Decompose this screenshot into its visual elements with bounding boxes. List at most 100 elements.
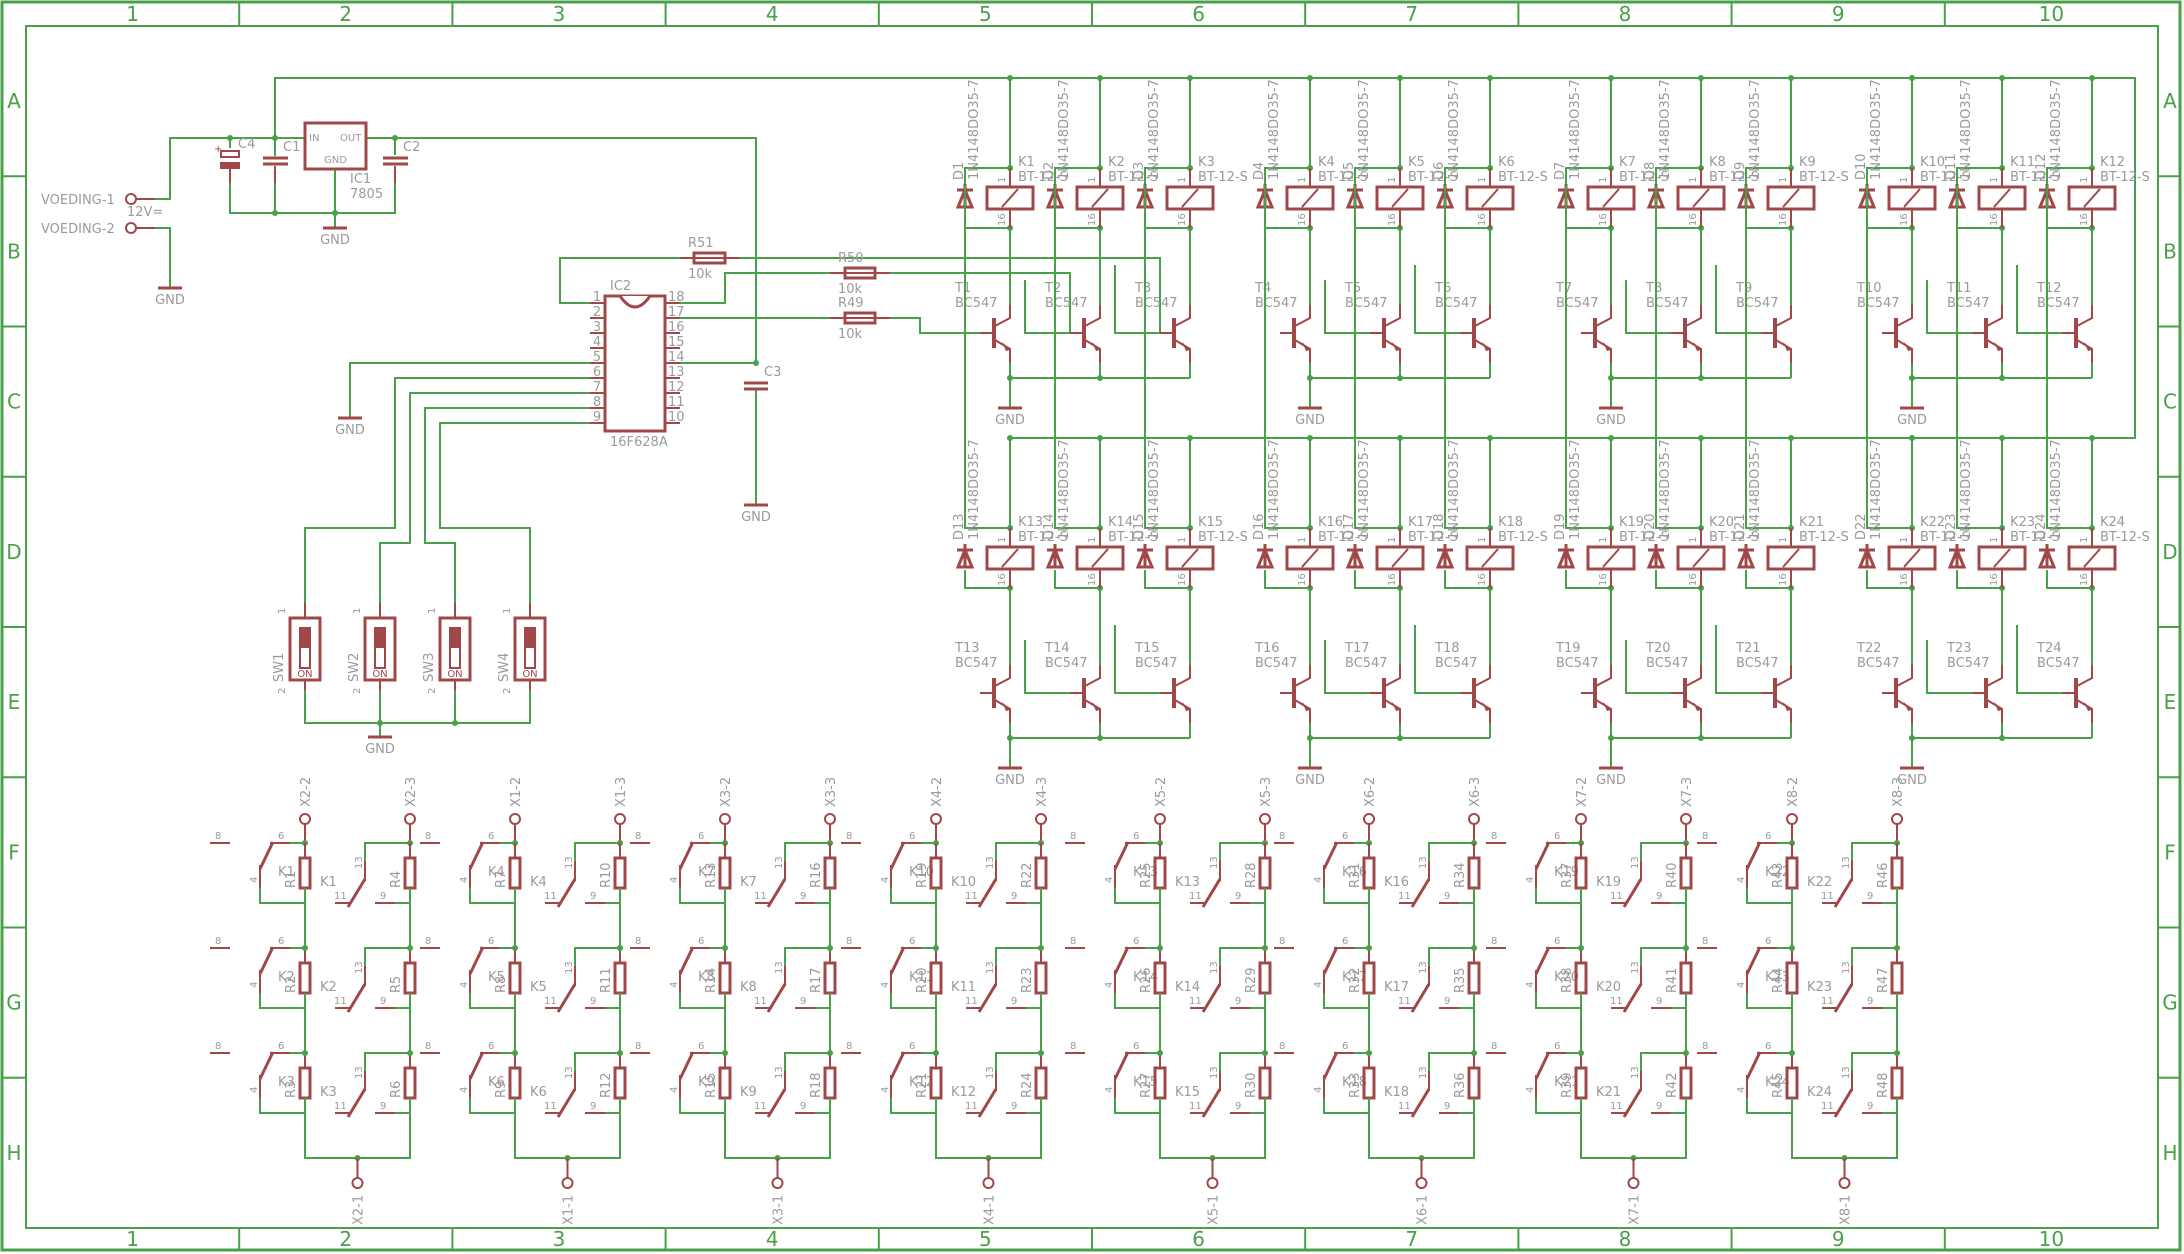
relay-coil-slash [1782, 188, 1800, 208]
diode-value: 1N4148DO35-7 [1658, 439, 1673, 540]
diode-label: D1 [952, 162, 967, 180]
pin-label: 11 [1821, 996, 1834, 1007]
wire [469, 888, 515, 904]
switch-label: SW4 [497, 653, 512, 682]
wire [1219, 842, 1265, 861]
wire [2016, 625, 2062, 694]
resistor-body [1890, 856, 1904, 890]
pin-label: 4 [880, 982, 891, 988]
pin-label: 13 [1841, 961, 1852, 974]
transistor-value: BC547 [1857, 656, 1900, 671]
ic2-pin-number: 1 [593, 290, 601, 305]
wire [1264, 167, 1310, 185]
junction [1608, 75, 1614, 81]
pin-label: 13 [774, 856, 785, 869]
connector-voeding-2 [125, 222, 137, 234]
resistor-body [843, 266, 877, 280]
relay-value: BT-12-S [1108, 530, 1158, 545]
label-voeding-2: VOEDING-2 [41, 222, 115, 237]
transistor-arrow [1603, 702, 1611, 711]
transistor-collector [1174, 665, 1191, 687]
junction [332, 210, 338, 216]
junction [1894, 1050, 1900, 1056]
wire [1715, 625, 1761, 694]
switch-blade [889, 1051, 906, 1080]
wire [1535, 993, 1581, 1009]
pin-label: 4 [1525, 982, 1536, 988]
grid-column-label-top: 4 [766, 2, 779, 26]
wire [1354, 185, 1400, 529]
junction [392, 135, 398, 141]
connector-voeding-1 [125, 193, 137, 205]
wire [1144, 185, 1190, 529]
resistor-label: R4 [389, 871, 404, 888]
transistor-label: T18 [1434, 641, 1459, 656]
switch-blade [1622, 1088, 1643, 1118]
pin-label: 8 [1491, 831, 1497, 842]
junction [1262, 1050, 1268, 1056]
wire [1114, 993, 1160, 1009]
junction [1578, 1050, 1584, 1056]
switch-blade [346, 1088, 367, 1118]
pin-label: 6 [278, 936, 284, 947]
relay-coil-slash [1181, 548, 1199, 568]
resistor-label: R31 [1348, 862, 1363, 888]
wire [890, 993, 936, 1009]
pin-label: 8 [846, 831, 852, 842]
switch-blade [1410, 1088, 1431, 1118]
label-7805: 7805 [350, 187, 383, 202]
relay-coil-slash [1301, 188, 1319, 208]
wire-switch-gnd [304, 690, 531, 724]
connector-label: X3-1 [772, 1195, 787, 1225]
pin-label: 4 [459, 877, 470, 883]
resistor-label: R29 [1244, 967, 1259, 993]
switch-blade [1201, 878, 1222, 908]
pin-label: 11 [965, 996, 978, 1007]
transistor-collector [1896, 305, 1913, 327]
resistor-body [1467, 961, 1481, 995]
coil-pin-label: 1 [1087, 177, 1098, 183]
ic2-notch [618, 295, 652, 309]
transistor-emitter [1685, 339, 1702, 363]
junction [1698, 75, 1704, 81]
coil-pin-label: 16 [1989, 213, 2000, 226]
coil-pin-label: 16 [1477, 213, 1488, 226]
wire [1565, 570, 1611, 589]
pin-label: 9 [800, 996, 806, 1007]
diode-icon [1435, 544, 1455, 569]
junction [1366, 945, 1372, 951]
connector-label: X5-3 [1259, 777, 1274, 807]
relay-value: BT-12-S [2100, 530, 2150, 545]
regulator-body [303, 121, 368, 171]
junction [1187, 435, 1193, 441]
pin-label: 8 [215, 1041, 221, 1052]
relay-label: K21 [1799, 515, 1824, 530]
connector-terminal [404, 813, 416, 825]
pin-label: 11 [754, 891, 767, 902]
switch-slider [450, 628, 460, 648]
wire [259, 1098, 305, 1114]
switch-blade [678, 1051, 695, 1080]
junction [377, 720, 383, 726]
transistor-label: T15 [1134, 641, 1159, 656]
pin-label: 11 [334, 1101, 347, 1112]
relay-contact-label: K13 [1133, 865, 1158, 880]
transistor-collector [1474, 305, 1491, 327]
coil-pin-label: 16 [1297, 573, 1308, 586]
wire [2046, 167, 2092, 185]
diode-icon [1947, 544, 1967, 569]
switch-blade [556, 983, 577, 1013]
resistor-body [1890, 961, 1904, 995]
transistor-arrow [1783, 702, 1791, 711]
diode-value: 1N4148DO35-7 [1658, 79, 1673, 180]
pin-label: 4 [1104, 1087, 1115, 1093]
resistor-label: R25 [1139, 862, 1154, 888]
resistor-body [1679, 1066, 1693, 1100]
wire [1745, 570, 1791, 589]
